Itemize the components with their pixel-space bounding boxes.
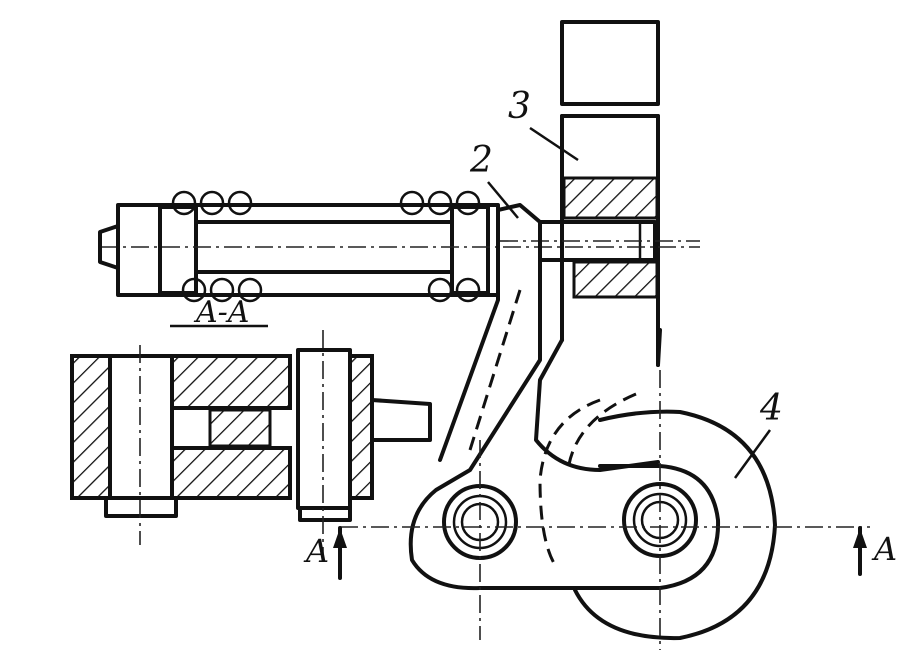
spring-assembly <box>98 190 700 303</box>
part-4-roller <box>573 409 777 641</box>
section-body-mid-hatch-top <box>170 354 292 410</box>
bracket-hatch-lower <box>572 260 659 299</box>
bracket-hatch-upper <box>562 176 659 220</box>
part-2-lever <box>408 203 721 591</box>
leader-4 <box>733 429 772 479</box>
spring-coils-top-right <box>399 190 481 216</box>
spring-coils-top-left <box>171 190 253 216</box>
section-a-a-view <box>70 324 432 560</box>
part-3-bracket <box>534 20 662 472</box>
leader-3 <box>529 126 579 162</box>
label-part-2: 2 <box>469 140 493 181</box>
label-part-3: 3 <box>508 86 531 127</box>
section-inner-hatch <box>208 408 272 448</box>
label-section-mark-left: A <box>303 532 329 570</box>
section-arrow-left <box>333 526 347 580</box>
section-body-left-hatch <box>70 354 112 500</box>
pin <box>500 220 700 262</box>
spring-coils-bottom-right <box>427 277 481 303</box>
label-section-mark-right: A <box>871 530 897 568</box>
leader-2 <box>487 181 519 219</box>
label-section-title: A-A <box>193 295 249 330</box>
label-part-4: 4 <box>759 388 783 429</box>
section-arrow-right <box>853 526 867 576</box>
section-right-hatch <box>348 354 374 500</box>
section-body-mid-hatch-bottom <box>170 446 292 500</box>
spring-coils-bottom-left <box>181 277 263 303</box>
